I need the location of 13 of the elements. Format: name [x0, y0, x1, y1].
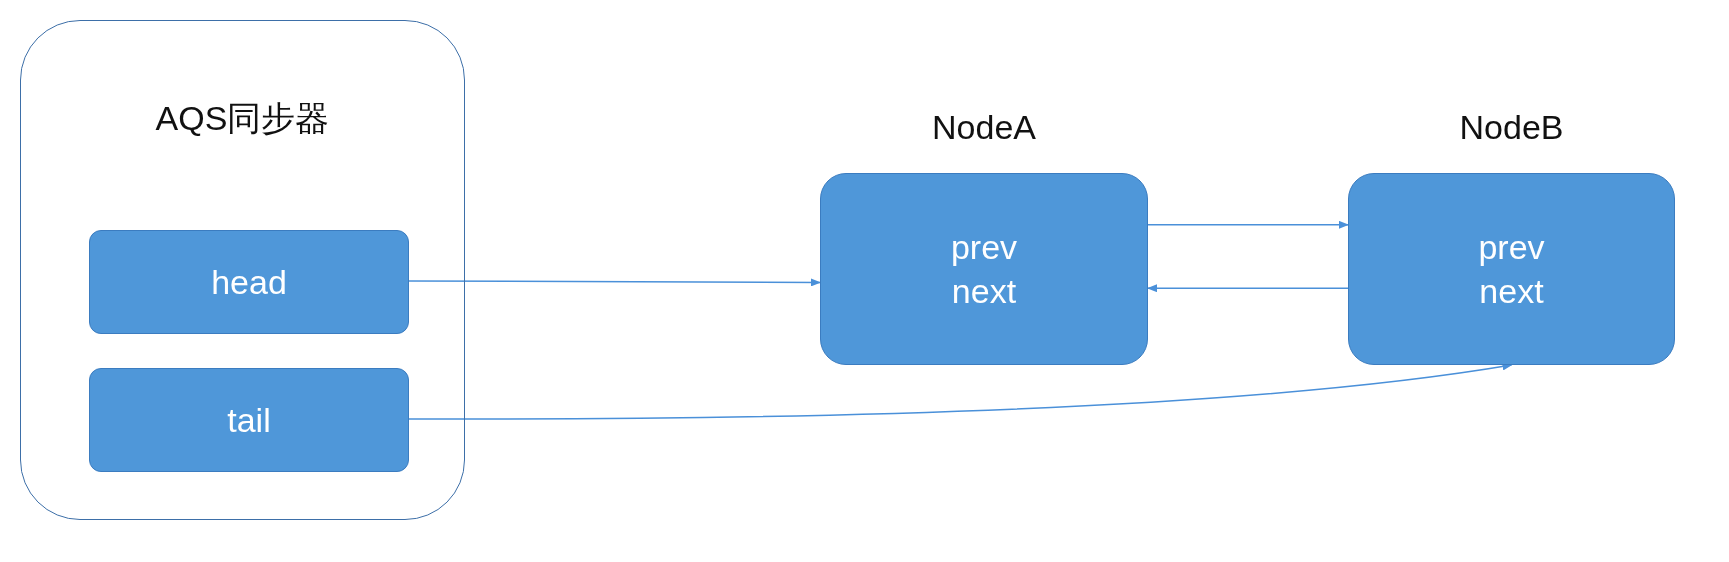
arrow	[1147, 284, 1349, 293]
node-title: NodeB	[1459, 108, 1564, 147]
container-title: AQS同步器	[155, 98, 330, 139]
field-box	[89, 230, 409, 334]
arrow	[1147, 220, 1349, 229]
field-list: prev next	[943, 224, 1025, 314]
field-box	[89, 368, 409, 472]
node-title: NodeA	[932, 108, 1036, 147]
field-label: tail	[227, 400, 271, 440]
field-list: prev next	[1470, 224, 1553, 314]
synchronizer-container	[20, 20, 465, 520]
field-label: head	[211, 262, 287, 302]
arrow	[407, 278, 821, 287]
